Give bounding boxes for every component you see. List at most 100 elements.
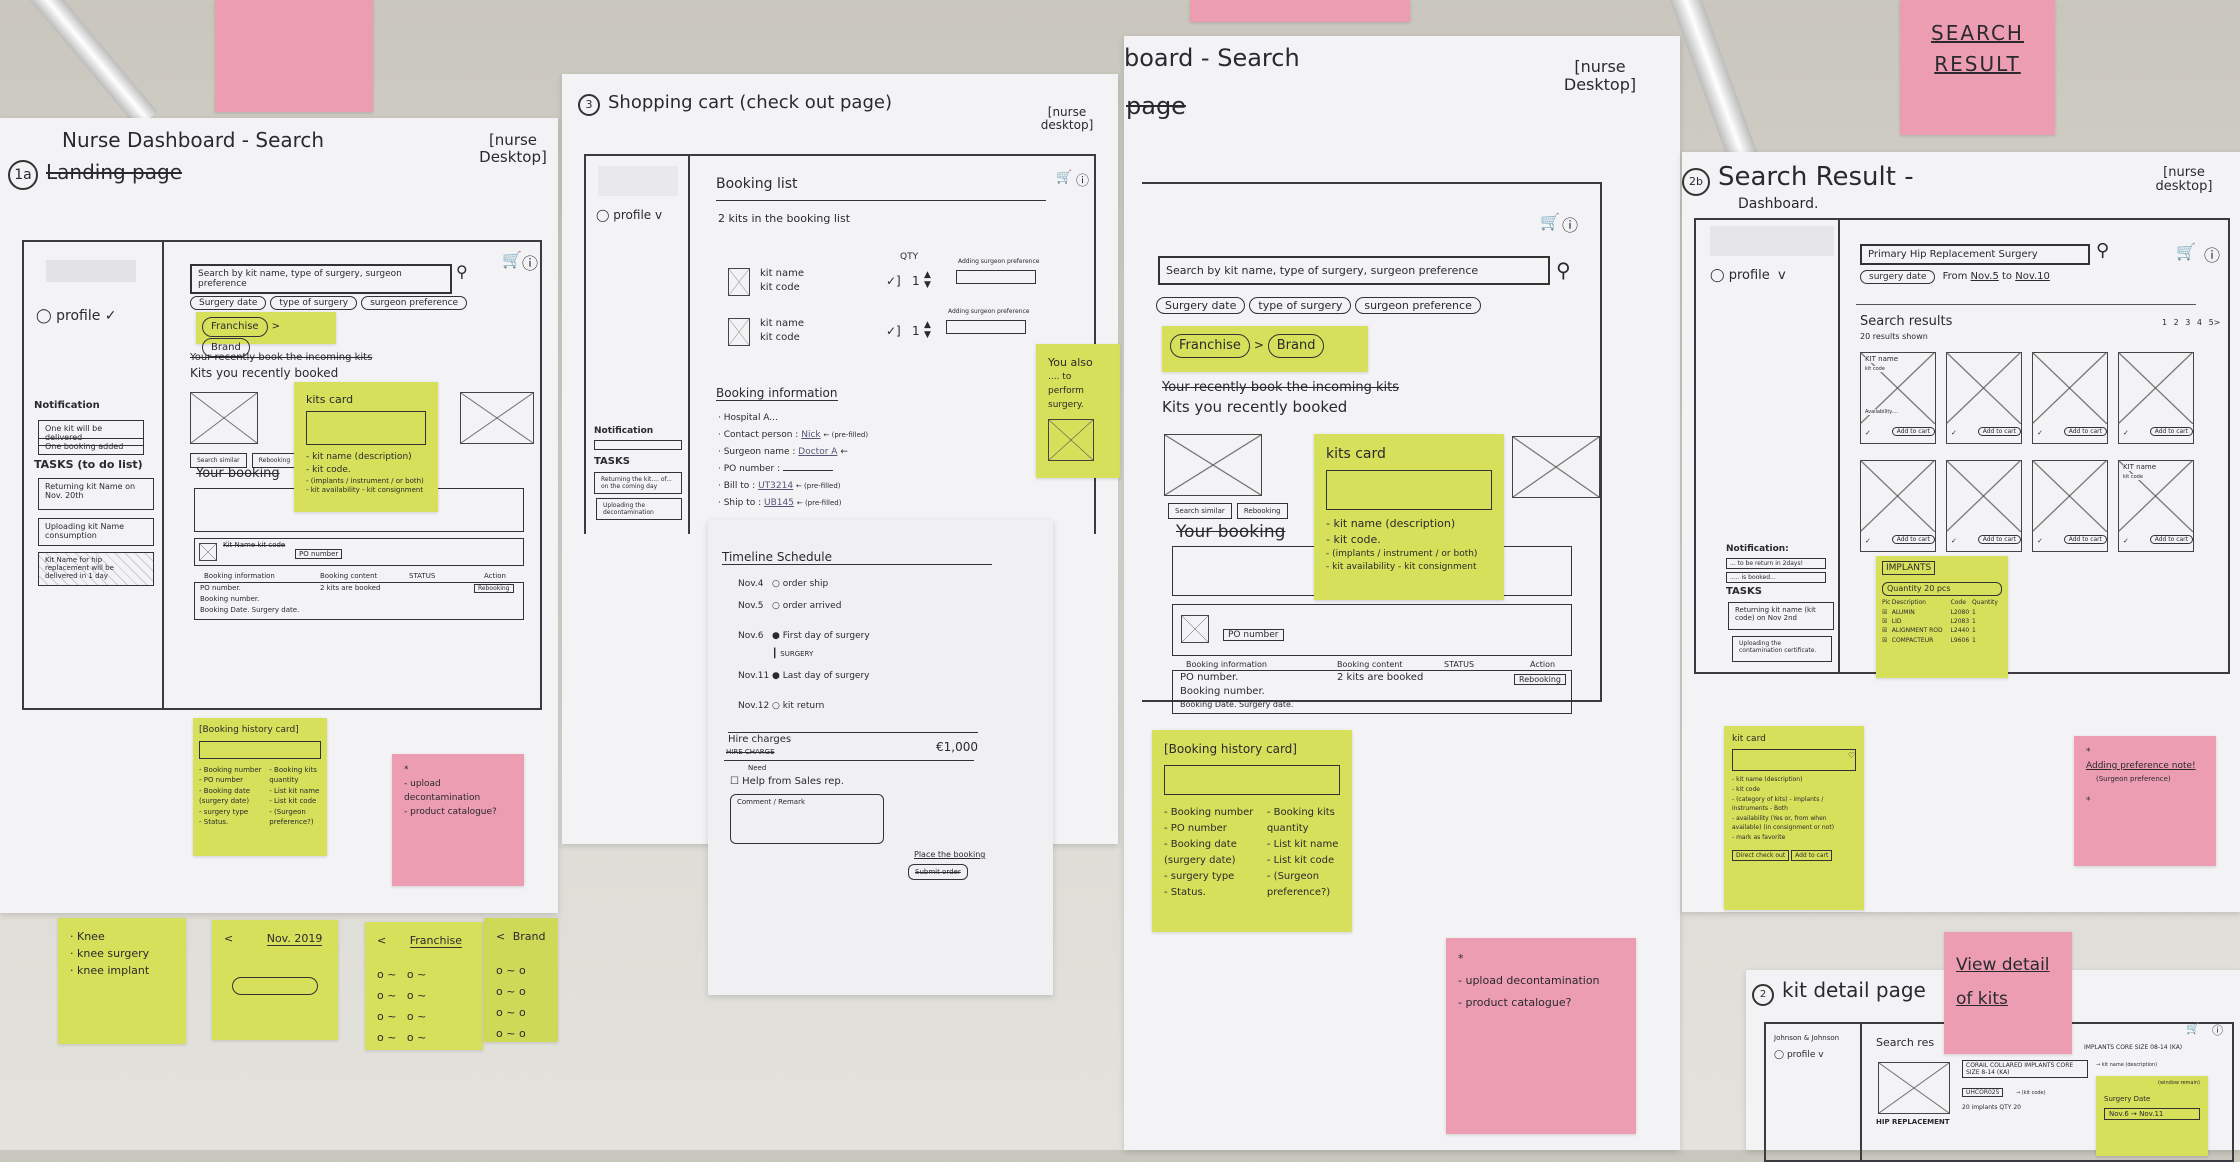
notification-item[interactable]: ..... is booked... — [1726, 572, 1826, 583]
add-to-cart-button[interactable]: Add to cart — [1977, 427, 2021, 436]
next-page[interactable]: > — [2213, 318, 2221, 327]
add-to-cart-button[interactable]: Add to cart — [1891, 535, 1935, 544]
rebooking-button[interactable]: Rebooking — [474, 584, 514, 593]
help-icon[interactable]: ⓘ — [1076, 174, 1090, 189]
task-item[interactable]: Returning the kit.... of... on the comin… — [594, 472, 682, 494]
direct-checkout-button[interactable]: Direct check out — [1732, 849, 1790, 861]
profile-menu[interactable]: ◯ profile v — [596, 208, 663, 222]
help-icon[interactable]: ⓘ — [1562, 216, 1579, 235]
surgeon-preference-input[interactable] — [956, 270, 1036, 284]
filter-surgery-date[interactable]: surgery date — [1860, 270, 1936, 284]
notification-item[interactable]: One booking added — [38, 438, 144, 455]
filter-surgery-date[interactable]: Surgery date — [1156, 297, 1246, 314]
search-similar-button[interactable]: Search similar — [190, 453, 247, 468]
check-icon[interactable]: ✓ — [2037, 429, 2043, 437]
search-icon[interactable]: ⚲ — [1556, 258, 1571, 282]
search-similar-button[interactable]: Search similar — [1168, 503, 1232, 519]
surgery-date-range[interactable]: Nov.6 → Nov.11 — [2104, 1107, 2200, 1121]
check-icon[interactable]: ✓ — [2123, 429, 2129, 437]
rebooking-button[interactable]: Rebooking — [251, 453, 298, 468]
search-input[interactable]: Search by kit name, type of surgery, sur… — [190, 264, 452, 294]
search-input[interactable]: Search by kit name, type of surgery, sur… — [1158, 256, 1550, 285]
add-to-cart-button[interactable]: Add to cart — [2149, 535, 2193, 544]
po-number-field[interactable]: PO number — [295, 549, 343, 559]
calendar-prev-icon[interactable]: < — [224, 932, 234, 945]
result-kit-card[interactable]: ✓ Add to cart — [2118, 352, 2194, 444]
cart-icon[interactable]: 🛒 — [1540, 212, 1560, 231]
help-icon[interactable]: ⓘ — [522, 254, 539, 273]
search-input[interactable]: Primary Hip Replacement Surgery — [1860, 244, 2090, 265]
cart-icon[interactable]: 🛒 — [1056, 170, 1073, 185]
contact-person-field[interactable]: Nick — [801, 430, 821, 441]
task-item[interactable]: Uploading kit Name consumption — [38, 518, 154, 546]
item-checkbox[interactable]: ✓] — [886, 324, 901, 338]
task-item[interactable]: Returning kit Name on Nov. 20th — [38, 478, 154, 510]
profile-menu[interactable]: ◯ profile v — [1774, 1050, 1824, 1060]
filter-type-of-surgery[interactable]: type of surgery — [1249, 297, 1352, 314]
date-from-field[interactable]: Nov.5 — [1970, 271, 1999, 282]
help-icon[interactable]: ⓘ — [2212, 1024, 2223, 1037]
result-kit-card[interactable]: ✓ Add to cart — [1860, 460, 1936, 552]
task-item[interactable]: Kit Name for hip replacement will be del… — [38, 552, 154, 586]
date-to-field[interactable]: Nov.10 — [2015, 271, 2050, 282]
ship-to-field[interactable]: UB145 — [764, 498, 794, 509]
page-link[interactable]: 5 — [2208, 318, 2214, 327]
rebooking-button[interactable]: Rebooking — [1514, 674, 1566, 685]
search-icon[interactable]: ⚲ — [2096, 240, 2110, 261]
place-booking-button[interactable]: Submit order — [908, 864, 968, 880]
cart-icon[interactable]: 🛒 — [502, 250, 522, 269]
notification-item[interactable]: One kit will be delivered — [38, 420, 144, 446]
check-icon[interactable]: ✓ — [2037, 537, 2043, 545]
result-kit-card[interactable]: ✓ Add to cart — [1946, 460, 2022, 552]
check-icon[interactable]: ✓ — [1951, 429, 1957, 437]
result-kit-card[interactable]: ✓ Add to cart — [2032, 352, 2108, 444]
check-icon[interactable]: ✓ — [1865, 429, 1871, 437]
result-kit-card[interactable]: ✓ Add to cart — [2032, 460, 2108, 552]
bill-to-field[interactable]: UT3214 — [758, 481, 794, 492]
check-icon[interactable]: ✓ — [1951, 537, 1957, 545]
add-to-cart-button[interactable]: Add to cart — [1891, 427, 1935, 436]
qty-stepper[interactable]: 1 — [912, 274, 920, 288]
profile-menu[interactable]: ◯ profile v — [1710, 268, 1786, 283]
cart-icon[interactable]: 🛒 — [2176, 242, 2196, 261]
task-item[interactable]: Uploading the contamination certificate. — [1732, 636, 1832, 662]
result-kit-card[interactable]: ✓ Add to cart — [1946, 352, 2022, 444]
task-item[interactable]: Returning kit name (kit code) on Nov 2nd — [1728, 602, 1834, 630]
page-link[interactable]: 2 — [2173, 318, 2179, 327]
profile-menu[interactable]: ◯ profile ✓ — [36, 308, 117, 324]
add-to-cart-button[interactable]: Add to cart — [1791, 849, 1833, 861]
surgeon-preference-input[interactable] — [946, 320, 1026, 334]
page-link[interactable]: 3 — [2185, 318, 2191, 327]
filter-type-of-surgery[interactable]: type of surgery — [270, 296, 358, 310]
page-link[interactable]: 4 — [2196, 318, 2203, 327]
sales-rep-checkbox[interactable]: ☐ Help from Sales rep. — [730, 776, 844, 787]
filter-surgery-date[interactable]: Surgery date — [190, 296, 267, 310]
search-icon[interactable]: ⚲ — [456, 262, 468, 281]
filter-surgeon-preference[interactable]: surgeon preference — [361, 296, 468, 310]
po-number-field[interactable] — [783, 470, 833, 472]
device-tag: [nurse desktop] — [2155, 165, 2213, 195]
check-icon[interactable]: ✓ — [2123, 537, 2129, 545]
add-to-cart-button[interactable]: Add to cart — [2149, 427, 2193, 436]
cart-icon[interactable]: 🛒 — [2186, 1022, 2200, 1035]
qty-stepper[interactable]: 1 — [912, 324, 920, 338]
add-to-cart-button[interactable]: Add to cart — [2063, 535, 2107, 544]
notification-item[interactable] — [594, 440, 682, 450]
add-to-cart-button[interactable]: Add to cart — [2063, 427, 2107, 436]
filter-surgeon-preference[interactable]: surgeon preference — [1355, 297, 1481, 314]
help-icon[interactable]: ⓘ — [2204, 246, 2221, 265]
item-checkbox[interactable]: ✓] — [886, 274, 901, 288]
check-icon[interactable]: ✓ — [1865, 537, 1871, 545]
page-link[interactable]: 1 — [2162, 318, 2168, 327]
surgeon-name-field[interactable]: Doctor A — [798, 447, 838, 458]
rebooking-button[interactable]: Rebooking — [1236, 503, 1288, 519]
po-number-field[interactable]: PO number — [1223, 629, 1284, 641]
add-to-cart-button[interactable]: Add to cart — [1977, 535, 2021, 544]
notification-item[interactable]: ... to be return in 2days! — [1726, 558, 1826, 569]
comment-textarea[interactable]: Comment / Remark — [730, 794, 884, 844]
task-item[interactable]: Uploading the decontamination — [596, 498, 682, 520]
